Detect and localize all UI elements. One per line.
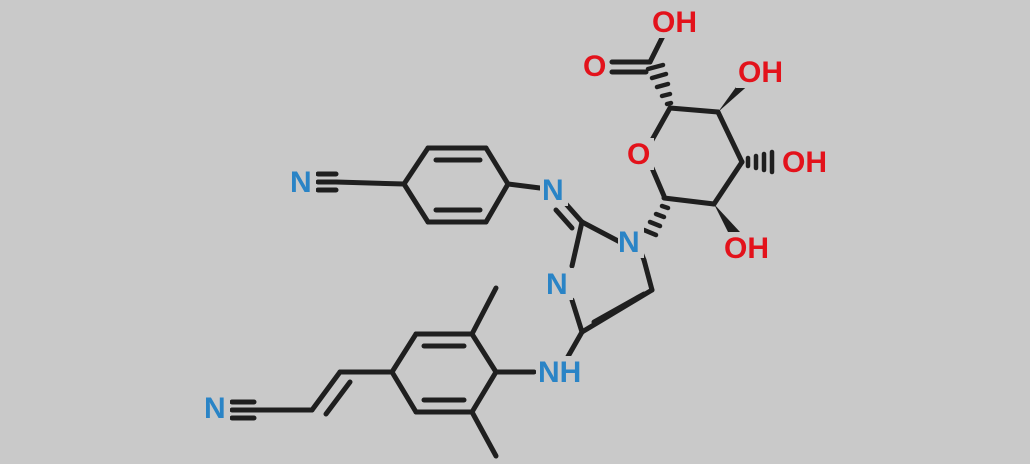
hashed-wedge-c1 — [641, 203, 671, 238]
atom-oh-c3: OH — [782, 146, 827, 179]
atom-oh-carboxyl: OH — [652, 6, 697, 39]
bond-ar1-cn — [333, 179, 407, 187]
atom-n-ring-1: N — [618, 226, 640, 259]
bond-methyl-top — [469, 285, 499, 337]
atom-o-ring: O — [627, 138, 650, 171]
atom-oh-c4: OH — [738, 56, 783, 89]
bond-c3-c2 — [711, 159, 745, 207]
atom-nh-amine: NH — [538, 356, 581, 389]
hashed-wedge-c3 — [745, 149, 775, 175]
bond-vinyl-double-b — [323, 379, 353, 417]
bond-c5-c6 — [641, 257, 655, 293]
bond-n1-c2 — [579, 219, 623, 245]
atom-n-nitrile-top: N — [290, 166, 312, 199]
bond-c5-o — [649, 105, 673, 143]
bond-vinyl-double-a — [309, 369, 343, 413]
bond-c4-nh — [563, 329, 585, 363]
atom-label-layer: OH O OH O OH OH N N N N NH N — [204, 6, 834, 425]
bond-nimine-aryl — [505, 181, 543, 191]
bond-ar2-f — [469, 369, 499, 415]
bond-c4-c5-inner — [591, 291, 647, 325]
bond-ar1-a — [483, 145, 511, 187]
bond-c-oh — [647, 31, 667, 65]
atom-n-ring-3: N — [546, 268, 568, 301]
atom-n-nitrile-bottom: N — [204, 392, 226, 425]
bold-wedge-c2 — [714, 204, 740, 236]
hashed-wedge-c5 — [645, 62, 674, 107]
bond-c4-c3 — [715, 109, 745, 165]
atom-n-imine: N — [542, 174, 564, 207]
bond-c2-c1 — [661, 195, 717, 207]
atom-o-carbonyl: O — [583, 50, 606, 83]
bond-ar1-f — [483, 181, 511, 225]
bond-ar2-a — [469, 331, 499, 375]
bond-c5-c4 — [667, 105, 721, 115]
bond-ar2-d — [389, 369, 419, 415]
bond-methyl-bottom — [469, 409, 499, 459]
bond-n3-c4 — [569, 297, 585, 335]
bond-ar1-c — [401, 145, 431, 187]
atom-oh-c2: OH — [724, 232, 769, 265]
bond-o-c1 — [649, 165, 667, 199]
bond-ar2-c — [389, 331, 419, 375]
bond-ar1-d — [401, 181, 431, 225]
bond-c2-nimine-b — [553, 207, 575, 231]
bond-c2-n3 — [569, 219, 585, 269]
bond-c2-nimine-a — [563, 201, 585, 225]
bond-layer — [229, 31, 775, 459]
